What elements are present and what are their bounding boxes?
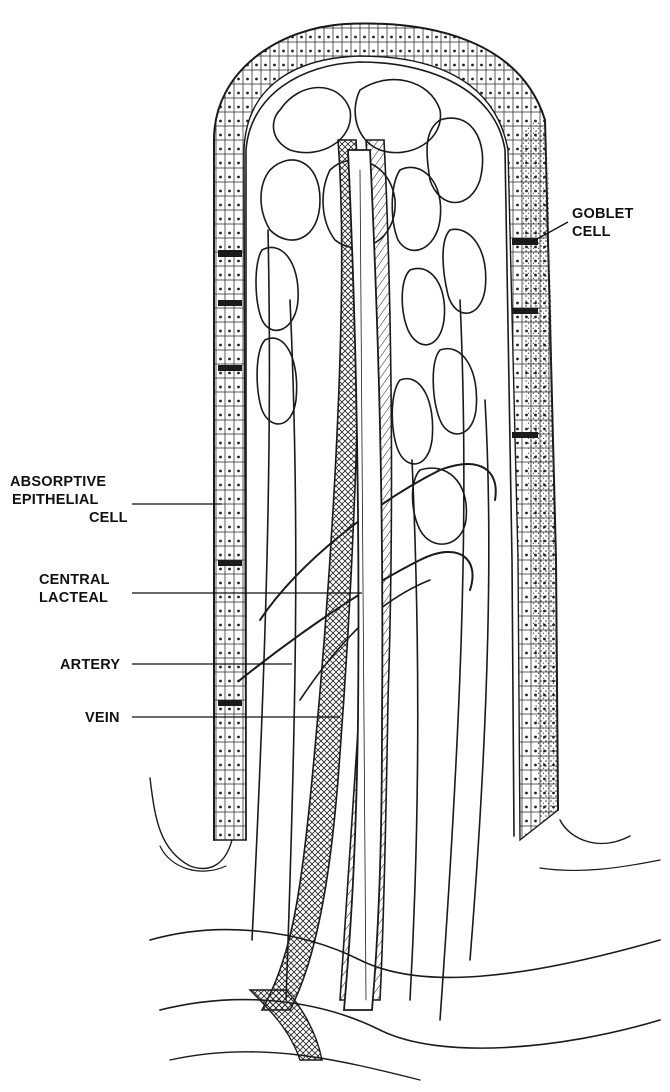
goblet-label-line1: GOBLET: [572, 206, 634, 222]
villus-body: [150, 24, 660, 872]
goblet-label-line2: CELL: [572, 224, 611, 240]
artery-label: ARTERY: [60, 657, 120, 673]
artery-vessel: [262, 140, 359, 1010]
absorptive-label-line2: EPITHELIAL: [12, 492, 99, 508]
lacteal-label-line2: LACTEAL: [39, 590, 108, 606]
absorptive-label-line1: ABSORPTIVE: [10, 474, 106, 490]
submucosa-vessels: [150, 930, 660, 1080]
lacteal-label-line1: CENTRAL: [39, 572, 110, 588]
vein-label: VEIN: [85, 710, 120, 726]
absorptive-label-line3: CELL: [89, 510, 128, 526]
